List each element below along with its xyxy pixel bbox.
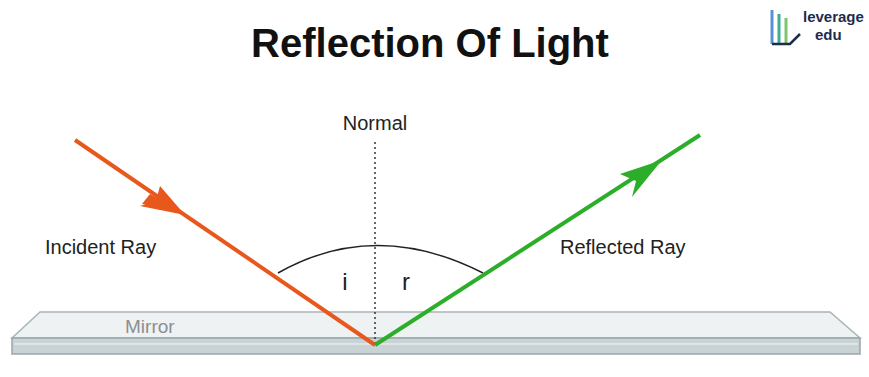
reflected-ray (375, 135, 700, 345)
normal-line (374, 142, 376, 345)
mirror-label: Mirror (125, 316, 175, 338)
diagram-title: Reflection Of Light (251, 20, 609, 66)
reflected-arrowhead (620, 160, 662, 197)
mirror-slab (12, 312, 860, 354)
angle-label: r (402, 268, 410, 296)
angle-label: i (342, 268, 347, 296)
logo-text: edu (815, 26, 842, 43)
logo-text: leverage (803, 8, 864, 25)
logo-icon (772, 10, 800, 44)
incident-arrowhead-body (140, 186, 185, 215)
ray-label: Reflected Ray (560, 236, 686, 259)
normal-label: Normal (343, 112, 407, 135)
angle-arc (278, 246, 483, 274)
ray-label: Incident Ray (45, 236, 156, 259)
